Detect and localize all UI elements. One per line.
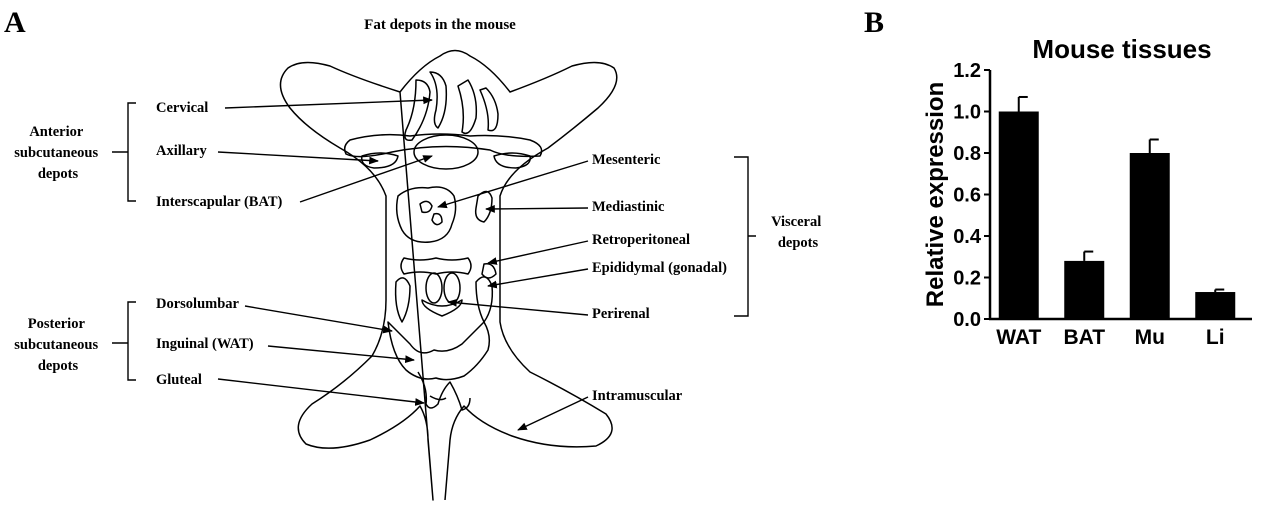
anterior-bracket [112,103,136,201]
x-tick-label: Li [1206,326,1225,349]
visceral-bracket [734,157,756,316]
bar-li [1195,292,1235,319]
label-cervical: Cervical [156,100,208,116]
panel-b-letter: B [864,6,884,39]
y-tick-label: 0.0 [953,309,981,331]
label-epididymal: Epididymal (gonadal) [592,260,727,276]
y-tick-label: 0.6 [953,185,981,207]
x-tick-label: Mu [1135,326,1165,349]
y-tick-label: 0.4 [953,226,982,248]
label-mesenteric: Mesenteric [592,152,661,168]
y-tick-label: 1.0 [953,102,981,124]
arrow-gluteal [218,379,424,403]
label-perirenal: Perirenal [592,306,650,322]
arrow-inguinal [268,346,414,360]
label-intramuscular: Intramuscular [592,388,683,404]
panel-a-title: Fat depots in the mouse [364,17,516,33]
posterior-bracket [112,302,136,380]
x-tick-label: WAT [996,326,1041,349]
posterior-group-label: Posterior subcutaneous depots [14,316,101,374]
bar-mu [1130,153,1170,319]
x-tick-label: BAT [1063,326,1105,349]
label-inguinal: Inguinal (WAT) [156,336,254,352]
label-gluteal: Gluteal [156,372,202,388]
arrow-retroperitoneal [488,241,588,263]
mouse-outline [280,51,616,501]
arrow-dorsolumbar [245,306,392,331]
label-axillary: Axillary [156,143,207,159]
arrow-interscapular [300,156,432,202]
label-dorsolumbar: Dorsolumbar [156,296,240,312]
y-tick-label: 0.2 [953,268,981,290]
bar-bat [1064,261,1104,319]
y-tick-label: 0.8 [953,143,981,165]
y-axis-label: Relative expression [922,82,949,307]
arrow-intramuscular [518,397,588,430]
anterior-group-label: Anterior subcutaneous depots [14,124,101,182]
label-interscapular: Interscapular (BAT) [156,194,283,210]
label-retroperitoneal: Retroperitoneal [592,232,690,248]
label-mediastinic: Mediastinic [592,199,665,215]
arrow-mediastinic [486,208,588,209]
bar-wat [999,112,1039,320]
arrow-epididymal [488,269,588,286]
y-tick-label: 1.2 [953,60,981,82]
panel-a-letter: A [4,6,26,39]
chart-title: Mouse tissues [1032,34,1211,64]
visceral-group-label: Visceral depots [771,214,825,251]
arrow-perirenal [448,302,588,315]
